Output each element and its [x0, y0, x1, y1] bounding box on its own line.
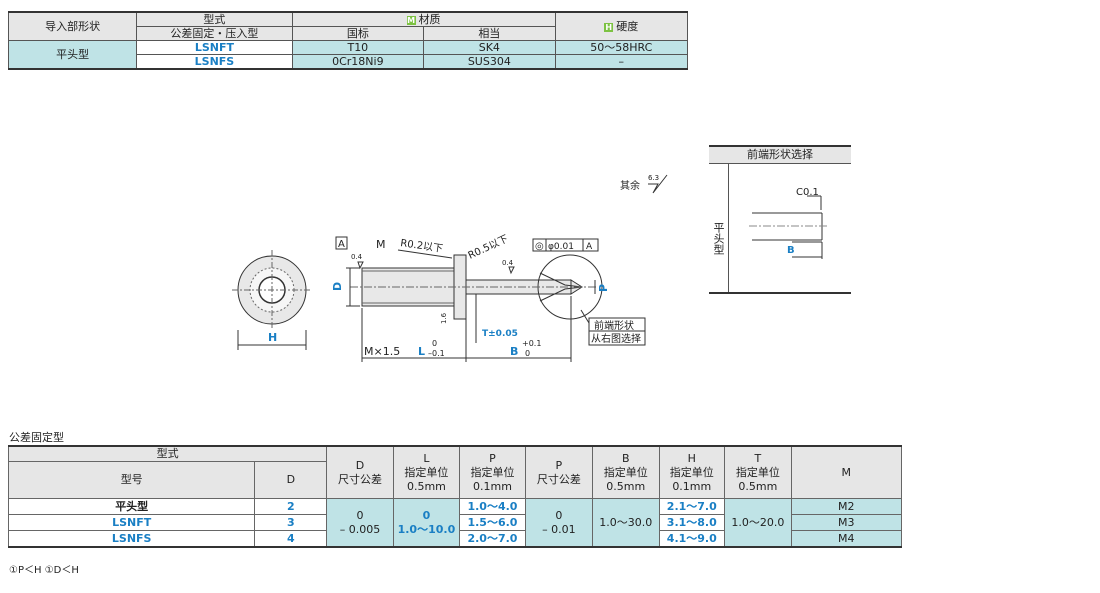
table-row: LSNFS 4 2.0～7.0 4.1～9.0 M4	[7, 530, 903, 548]
type-sub-header: 公差固定・压入型	[136, 26, 293, 41]
dim-L: L	[418, 345, 425, 358]
dim-Mx: M×1.5	[364, 345, 400, 358]
tip-shape-title: 前端形状选择	[709, 147, 851, 164]
gb-header: 国标	[291, 26, 425, 41]
svg-text:6.3: 6.3	[648, 174, 659, 182]
table-row: LSNFT 3 1.5～6.0 3.1～8.0 M3	[7, 514, 903, 531]
model-header: 型号	[7, 461, 256, 499]
L-range-cell: 0 1.0～10.0	[392, 498, 461, 548]
material-badge-icon: M	[406, 15, 416, 25]
B-header: B 指定单位 0.5mm	[591, 445, 660, 499]
tol-value: φ0.01	[548, 242, 574, 252]
table-row: 平头型 LSNFT T10 SK4 50～58HRC	[7, 40, 689, 70]
tip-note-1: 前端形状	[594, 319, 634, 332]
tip-shape-label: 平头型	[709, 164, 729, 292]
P-tol-cell: 0 – 0.01	[524, 498, 593, 548]
hardness-cell: –	[554, 54, 689, 70]
part-drawing: H D P A 0.4 M R0.2以下 R0.5以下 0.4 ◎ φ0.01 …	[232, 174, 668, 362]
chamfer-label: C0.1	[796, 187, 819, 198]
model-cell: LSNFS	[7, 530, 256, 548]
M-cell: M2	[790, 498, 903, 515]
H-cell: 2.1～7.0	[658, 498, 726, 515]
D-cell: 2	[254, 498, 328, 515]
dim-D: D	[331, 282, 344, 291]
B-range-cell: 1.0～30.0	[591, 498, 660, 548]
datum-A: A	[338, 239, 345, 250]
tip-note-2: 从右图选择	[591, 332, 641, 345]
spec-note: ①P＜H ①D＜H	[9, 565, 79, 576]
dim-P: P	[597, 284, 610, 292]
radius-R2: R0.5以下	[467, 234, 510, 262]
P-cell: 1.5～6.0	[459, 514, 526, 531]
tol-datum: A	[586, 242, 593, 252]
svg-text:0.4: 0.4	[351, 253, 363, 261]
tolerance-frame	[532, 238, 599, 252]
D-tol-cell: 0 – 0.005	[326, 498, 394, 548]
equiv-cell: SUS304	[423, 54, 556, 70]
H-cell: 4.1～9.0	[658, 530, 726, 548]
side-dim-B: B	[787, 245, 795, 256]
table-row: 平头型 2 0 – 0.005 0 1.0～10.0 1.0～4.0 0 – 0…	[7, 498, 903, 548]
equiv-cell: SK4	[423, 40, 556, 55]
M-header: M	[790, 445, 903, 499]
H-cell: 3.1～8.0	[658, 514, 726, 531]
M-cell: M3	[790, 514, 903, 531]
P-header: P 指定单位 0.1mm	[459, 445, 526, 499]
gb-cell: 0Cr18Ni9	[291, 54, 425, 70]
svg-text:0: 0	[525, 349, 530, 358]
radius-R1: R0.2以下	[400, 238, 444, 255]
thread-M: M	[376, 238, 386, 251]
svg-text:0.4: 0.4	[502, 259, 514, 267]
roughness-label: 其余	[620, 179, 640, 192]
model-cell: LSNFT	[7, 514, 256, 531]
gb-cell: T10	[291, 40, 425, 55]
svg-text:–0.1: –0.1	[428, 349, 445, 358]
tip-shape-panel: 前端形状选择 平头型 C0.1 B	[709, 145, 851, 294]
hardness-cell: 50～58HRC	[554, 40, 689, 55]
shape-cell: 平头型	[7, 40, 138, 70]
hardness-badge-icon: H	[604, 22, 614, 32]
type-header: 型式	[136, 11, 293, 27]
T-range-cell: 1.0～20.0	[724, 498, 792, 548]
type-header: 型式	[7, 445, 328, 462]
T-header: T 指定单位 0.5mm	[724, 445, 792, 499]
svg-text:0: 0	[432, 339, 437, 348]
dim-T: T±0.05	[482, 329, 518, 339]
P-tol-header: P 尺寸公差	[524, 445, 593, 499]
P-cell: 1.0～4.0	[459, 498, 526, 515]
equiv-header: 相当	[423, 26, 556, 41]
model-cell: 平头型	[7, 498, 256, 515]
M-cell: M4	[790, 530, 903, 548]
spec-table: 型式 D 尺寸公差 L 指定单位 0.5mm P 指定单位 0.1mm P 尺寸…	[7, 445, 903, 548]
H-header: H 指定单位 0.1mm	[658, 445, 726, 499]
D-cell: 3	[254, 514, 328, 531]
D-cell: 4	[254, 530, 328, 548]
D-tol-header: D 尺寸公差	[326, 445, 394, 499]
type-cell: LSNFT	[136, 40, 293, 55]
P-cell: 2.0～7.0	[459, 530, 526, 548]
svg-text:1.6: 1.6	[440, 312, 448, 324]
svg-text:+0.1: +0.1	[522, 339, 541, 348]
dim-H: H	[268, 331, 277, 344]
guide-shape-header: 导入部形状	[7, 11, 138, 41]
table-row: LSNFS 0Cr18Ni9 SUS304 –	[9, 54, 689, 70]
spec-table-title: 公差固定型	[9, 431, 64, 444]
D-header: D	[254, 461, 328, 499]
L-header: L 指定单位 0.5mm	[392, 445, 461, 499]
dim-B: B	[510, 345, 518, 358]
tol-symbol: ◎	[535, 241, 544, 252]
type-cell: LSNFS	[136, 54, 293, 70]
